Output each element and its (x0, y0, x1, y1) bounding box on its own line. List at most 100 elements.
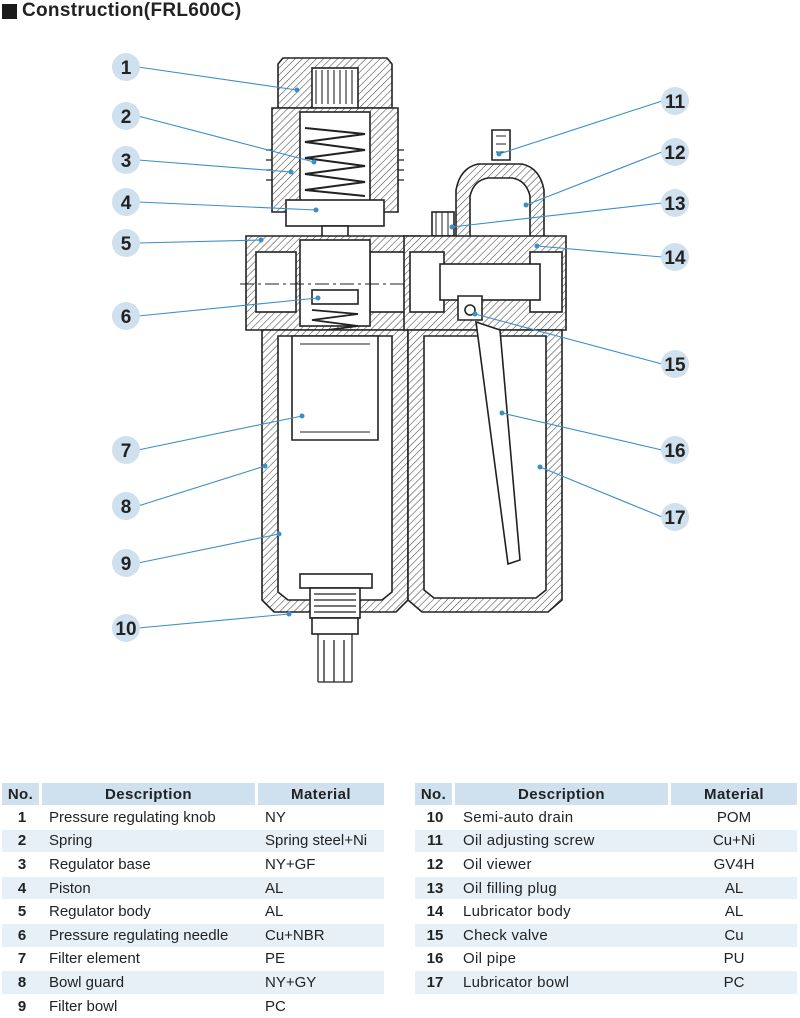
semi-auto-drain (299, 573, 373, 589)
header-description: Description (42, 783, 258, 805)
callout-7: 7 (112, 436, 140, 464)
piston (285, 199, 385, 227)
row-no: 16 (426, 950, 444, 968)
row-material: GV4H (713, 855, 755, 873)
table-header-row: No. Description Material (415, 783, 797, 805)
table-row: 9 Filter bowl PC (2, 995, 384, 1018)
header-no: No. (415, 783, 455, 805)
svg-text:15: 15 (664, 355, 686, 376)
callout-4: 4 (112, 188, 140, 216)
svg-text:14: 14 (664, 248, 686, 269)
parts-table-right: No. Description Material 10 Semi-auto dra… (415, 782, 797, 995)
row-no: 11 (415, 829, 455, 853)
svg-text:5: 5 (121, 234, 132, 255)
row-description: Lubricator bowl (455, 971, 671, 994)
table-row: 12 Oil viewer GV4H (415, 853, 797, 876)
row-no: 9 (17, 997, 27, 1015)
svg-text:1: 1 (121, 58, 132, 79)
table-row: 7 Filter element PE (2, 948, 384, 971)
callout-3: 3 (112, 146, 140, 174)
row-no: 2 (2, 829, 42, 853)
row-material: AL (724, 903, 744, 921)
callout-9: 9 (112, 549, 140, 577)
row-no: 15 (415, 923, 455, 947)
svg-text:12: 12 (664, 143, 685, 164)
row-material: PE (265, 950, 286, 968)
row-material: Cu+NBR (258, 923, 384, 947)
page-title: Construction(FRL600C) (2, 0, 242, 22)
row-description: Regulator body (49, 903, 151, 921)
svg-text:11: 11 (665, 92, 686, 113)
row-material: NY+GY (258, 971, 384, 994)
callout-14: 14 (661, 243, 689, 271)
svg-text:8: 8 (121, 497, 132, 518)
oil-filling-plug (431, 211, 455, 237)
construction-diagram: 1 2 3 4 5 6 7 8 9 10 11 12 13 14 15 16 1… (112, 53, 689, 683)
row-no: 7 (17, 950, 27, 968)
svg-text:3: 3 (121, 151, 132, 172)
row-material: Cu+Ni (671, 829, 797, 853)
callout-15: 15 (661, 350, 689, 378)
leader-dots (258, 87, 543, 617)
row-description: Oil viewer (463, 855, 532, 873)
row-material: AL (671, 876, 797, 900)
callout-13: 13 (661, 189, 689, 217)
filter-regulator-drawing (240, 57, 560, 683)
row-description: Regulator base (49, 855, 151, 873)
callout-markers: 1 2 3 4 5 6 7 8 9 10 11 12 13 14 15 16 1… (112, 53, 689, 642)
title-square-icon (2, 3, 17, 19)
svg-text:2: 2 (121, 107, 132, 128)
callout-12: 12 (661, 138, 689, 166)
row-description: Spring (42, 829, 258, 853)
callout-5: 5 (112, 229, 140, 257)
regulating-needle (311, 289, 359, 305)
table-header-row: No. Description Material (2, 783, 384, 805)
row-material: PC (265, 997, 286, 1015)
header-material: Material (258, 783, 384, 805)
row-description: Oil adjusting screw (455, 829, 671, 853)
row-description: Filter element (49, 950, 140, 968)
callout-17: 17 (661, 503, 689, 531)
row-material: Cu (671, 923, 797, 947)
row-description: Pressure regulating knob (49, 808, 216, 826)
row-no: 1 (17, 808, 27, 826)
header-material: Material (671, 783, 797, 805)
row-description: Filter bowl (49, 997, 118, 1015)
row-no: 12 (426, 855, 444, 873)
row-no: 17 (415, 971, 455, 994)
row-description: Check valve (455, 923, 671, 947)
row-description: Oil filling plug (455, 876, 671, 900)
row-description: Semi-auto drain (463, 808, 574, 826)
row-no: 10 (426, 808, 444, 826)
callout-1: 1 (112, 53, 140, 81)
row-no: 4 (2, 876, 42, 900)
header-no: No. (2, 783, 42, 805)
callout-11: 11 (661, 87, 689, 115)
row-description: Bowl guard (42, 971, 258, 994)
svg-text:10: 10 (115, 619, 136, 640)
svg-text:13: 13 (664, 194, 685, 215)
row-material: NY+GF (265, 855, 316, 873)
callout-8: 8 (112, 492, 140, 520)
row-description: Piston (42, 876, 258, 900)
row-no: 8 (2, 971, 42, 994)
header-description: Description (455, 783, 671, 805)
row-description: Lubricator body (463, 903, 571, 921)
parts-table-left: No. Description Material 1 Pressure regul… (2, 782, 384, 1018)
row-no: 6 (2, 923, 42, 947)
row-material: Spring steel+Ni (258, 829, 384, 853)
lubricator-drawing (403, 129, 567, 613)
callout-2: 2 (112, 102, 140, 130)
